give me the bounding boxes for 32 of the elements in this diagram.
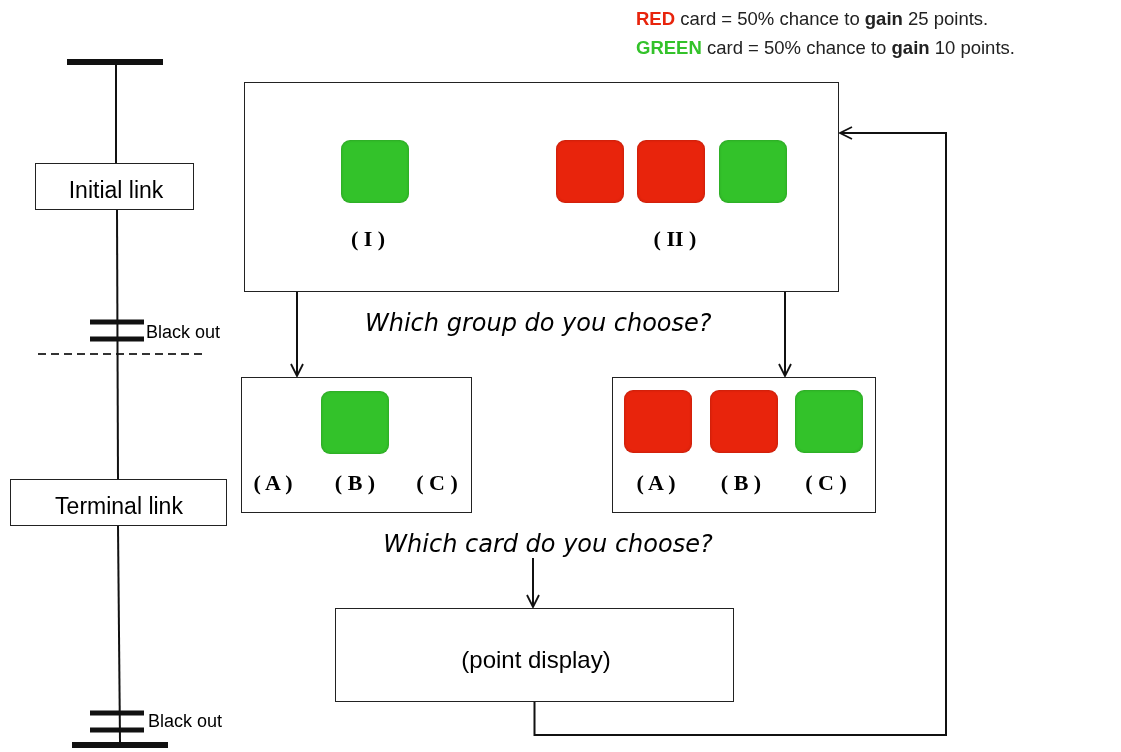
- choice-panel: [244, 82, 839, 292]
- stage-box: [35, 163, 194, 210]
- connector-line: [117, 525, 121, 743]
- blackout-label: Black out: [146, 322, 221, 343]
- option-label: ( C ): [805, 470, 847, 496]
- node-label: Which card do you choose?: [383, 530, 713, 558]
- display-box: [335, 608, 734, 702]
- arrow: [526, 557, 540, 608]
- option-label: ( II ): [653, 226, 697, 252]
- end-bar: [67, 59, 163, 65]
- card-panel: [241, 377, 472, 513]
- option-label: ( C ): [416, 470, 458, 496]
- option-label: ( A ): [636, 470, 676, 496]
- connector-line: [115, 64, 117, 164]
- option-label: ( I ): [350, 226, 386, 252]
- node-label: Terminal link: [55, 493, 183, 520]
- arrow: [778, 291, 792, 377]
- option-label: ( B ): [334, 470, 376, 496]
- blackout-label: Black out: [148, 711, 223, 732]
- node-label: Initial link: [68, 177, 164, 204]
- legend-text: GREEN card = 50% chance to gain 10 points.: [636, 37, 1015, 59]
- option-label: ( B ): [720, 470, 762, 496]
- end-bar: [72, 742, 168, 748]
- connector-line: [116, 209, 119, 480]
- arrow: [533, 126, 947, 736]
- arrow: [290, 291, 304, 377]
- stage-box: [10, 479, 227, 526]
- card-panel: [612, 377, 876, 513]
- legend-text: RED card = 50% chance to gain 25 points.: [636, 8, 989, 30]
- option-label: ( A ): [253, 470, 293, 496]
- node-label: (point display): [461, 646, 611, 674]
- question-text: Which group do you choose?: [365, 309, 712, 337]
